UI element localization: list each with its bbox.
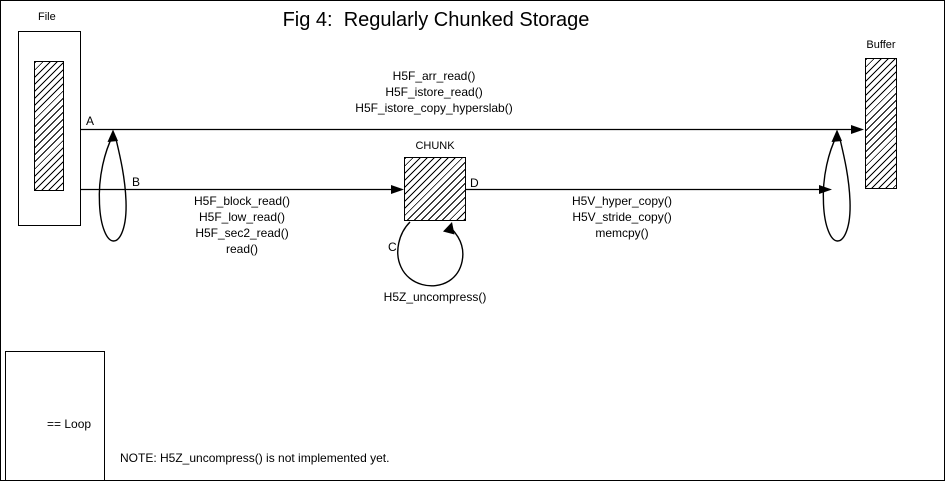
file-data-block: [34, 61, 64, 191]
edge-b-function-label: H5F_low_read(): [198, 210, 286, 224]
loop-buffer-arrowhead-icon: [831, 129, 842, 142]
note-text: NOTE: H5Z_uncompress() is not implemente…: [120, 451, 390, 465]
file-node-label: File: [38, 11, 56, 23]
buffer-data-block: [865, 58, 897, 189]
edge-b-function-label: H5F_sec2_read(): [195, 226, 289, 240]
chunk-data-block: [404, 157, 466, 221]
diagram-title: Fig 4: Regularly Chunked Storage: [282, 9, 590, 31]
legend-loop-label: == Loop: [47, 417, 92, 431]
edge-b-function-label: H5F_block_read(): [193, 194, 291, 208]
buffer-node-label: Buffer: [866, 39, 896, 51]
loop-chunk-arrowhead-icon: [443, 222, 455, 235]
legend-box: [5, 351, 105, 480]
edge-a-function-label: H5F_istore_copy_hyperslab(): [355, 101, 513, 115]
edge-d-letter: D: [470, 176, 479, 190]
chunk-node-label: CHUNK: [415, 140, 455, 152]
loop-chunk-icon: [397, 221, 464, 287]
edge-c-function-label: H5Z_uncompress(): [383, 290, 487, 304]
edge-d-function-label: H5V_stride_copy(): [572, 210, 672, 224]
loop-buffer-icon: [822, 134, 851, 242]
edge-a-letter: A: [86, 114, 95, 128]
edge-d-function-label: memcpy(): [595, 226, 649, 240]
loop-a-icon: [98, 134, 127, 242]
edge-b-letter: B: [132, 175, 141, 189]
arrowhead-d-icon: [819, 185, 832, 194]
edge-c-letter: C: [388, 240, 397, 254]
edge-b-function-label: read(): [225, 242, 259, 256]
edge-d-function-label: H5V_hyper_copy(): [571, 194, 673, 208]
edge-a-function-label: H5F_istore_read(): [385, 85, 483, 99]
loop-a-arrowhead-icon: [107, 129, 118, 142]
edge-a-function-label: H5F_arr_read(): [392, 69, 476, 83]
arrowhead-b-icon: [391, 185, 404, 194]
arrowhead-a-icon: [851, 125, 864, 134]
